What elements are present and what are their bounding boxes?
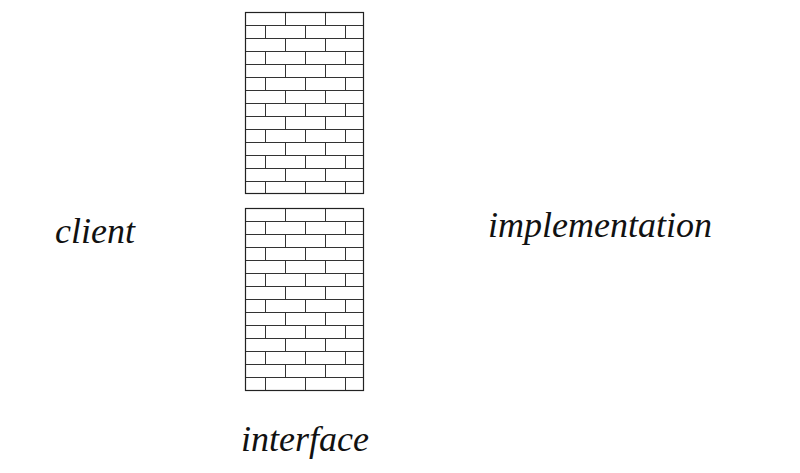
client-label: client [55, 212, 135, 252]
wall-upper [246, 13, 364, 194]
wall-lower [246, 209, 364, 391]
implementation-label: implementation [488, 206, 712, 246]
interface-label: interface [241, 420, 369, 460]
